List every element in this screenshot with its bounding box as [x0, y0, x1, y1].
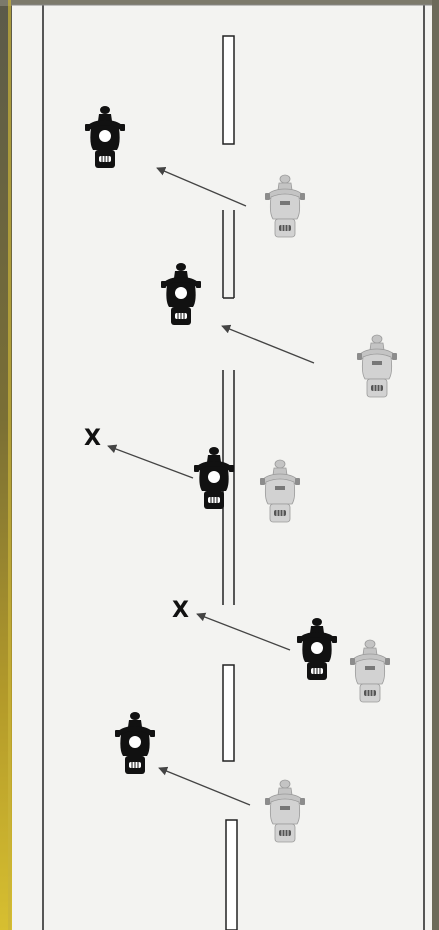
lane-dash [222, 664, 235, 762]
lane-dash [225, 819, 238, 930]
path-arrow [221, 324, 315, 364]
frame-left-highlight [8, 0, 11, 930]
path-arrow [156, 167, 247, 207]
blocked-marker: X [172, 598, 189, 623]
scenario-3: X [84, 426, 301, 523]
scenario-2 [160, 262, 398, 398]
path-arrow [107, 444, 194, 479]
scenario-5 [114, 711, 306, 843]
lane-dash [222, 35, 235, 145]
scenario-1 [84, 105, 306, 238]
path-arrow [158, 766, 251, 806]
blocked-marker: X [84, 426, 101, 451]
frame-top-strip [0, 0, 439, 6]
frame-right-strip [432, 0, 439, 930]
scenario-4: X [172, 598, 391, 703]
path-arrow [196, 612, 291, 651]
